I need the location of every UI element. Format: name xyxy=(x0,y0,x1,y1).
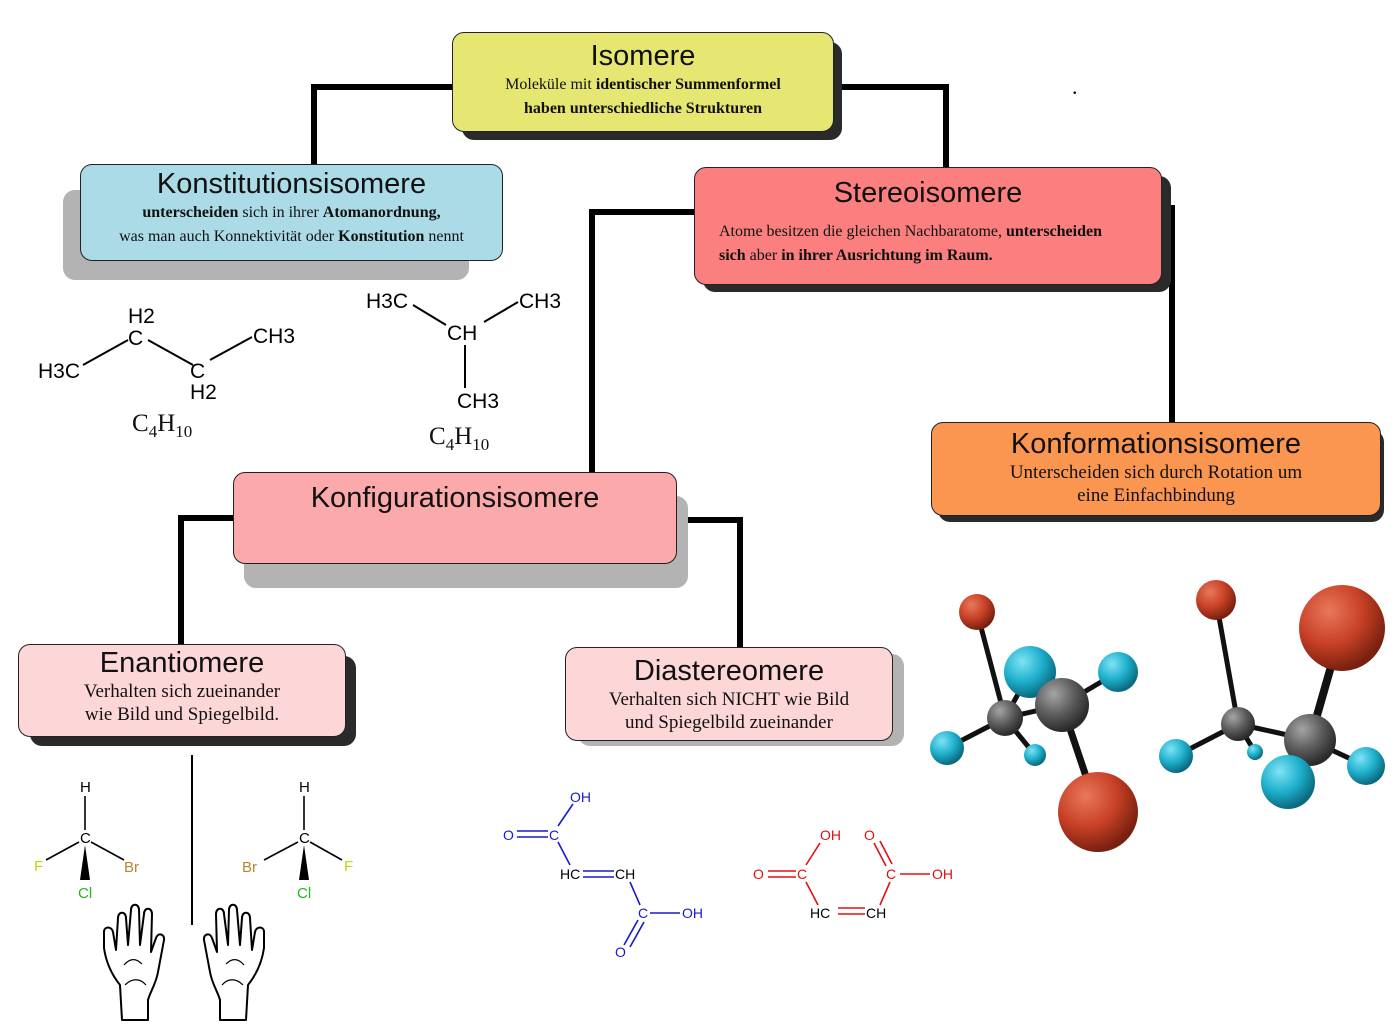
enantiomer-left-br: Br xyxy=(124,859,139,876)
butane-ch3: CH3 xyxy=(253,325,295,348)
conformer-right xyxy=(1159,580,1385,809)
konformationsisomere-desc-line2: eine Einfachbindung xyxy=(1077,485,1235,506)
right-hand-icon xyxy=(202,903,265,1021)
enantiomer-right-cl: Cl xyxy=(297,885,311,902)
isomere-box: Isomere Moleküle mit identischer Summenf… xyxy=(452,32,834,132)
enantiomere-box: Enantiomere Verhalten sich zueinander wi… xyxy=(18,644,346,737)
konfigurationsisomere-box: Konfigurationsisomere xyxy=(233,472,677,564)
isobutane-h3c: H3C xyxy=(366,290,408,313)
enantiomere-desc-line2: wie Bild und Spiegelbild. xyxy=(84,704,280,725)
isobutane-ch: CH xyxy=(447,322,477,345)
maleic-c-left: C xyxy=(797,866,807,882)
stereoisomere-desc-line2: sich aber in ihrer Ausrichtung im Raum. xyxy=(719,247,993,264)
conformer-left xyxy=(930,594,1138,852)
enantiomer-right-br: Br xyxy=(242,859,257,876)
konformationsisomere-title: Konformationsisomere xyxy=(1010,428,1302,460)
konstitutionsisomere-box: Konstitutionsisomere unterscheiden sich … xyxy=(80,164,503,261)
isomere-desc-line1: Moleküle mit identischer Summenformel xyxy=(505,76,781,93)
enantiomer-left: H C F Br Cl xyxy=(34,779,139,902)
fumaric-c-right: C xyxy=(638,905,648,921)
butane-c2: C xyxy=(190,360,205,383)
left-hand-icon xyxy=(103,903,166,1021)
konstitutionsisomere-title: Konstitutionsisomere xyxy=(156,168,427,200)
butane-c1: C xyxy=(128,327,143,350)
stray-dot: . xyxy=(1072,74,1078,99)
enantiomer-left-f: F xyxy=(34,858,43,875)
diastereomere-desc-line1: Verhalten sich NICHT wie Bild xyxy=(608,689,850,710)
enantiomere-title: Enantiomere xyxy=(99,647,265,679)
fumaric-o-bottom: O xyxy=(615,944,626,960)
diastereomere-desc-line2: und Spiegelbild zueinander xyxy=(625,712,833,733)
diastereomere-box: Diastereomere Verhalten sich NICHT wie B… xyxy=(565,647,893,741)
fumaric-c-left: C xyxy=(549,827,559,843)
maleic-oh-right: OH xyxy=(932,866,953,882)
maleic-c-right: C xyxy=(886,866,896,882)
butane-h2-bottom: H2 xyxy=(190,381,217,404)
konformationsisomere-box: Konformationsisomere Unterscheiden sich … xyxy=(931,422,1381,516)
isomere-title: Isomere xyxy=(590,40,696,72)
stereoisomere-title: Stereoisomere xyxy=(833,177,1023,209)
butane-h3c: H3C xyxy=(38,360,80,383)
isobutane-ch3-right: CH3 xyxy=(519,290,561,313)
fumaric-oh-right: OH xyxy=(682,905,703,921)
konstitutionsisomere-desc-line2: was man auch Konnektivität oder Konstitu… xyxy=(119,228,464,245)
stereoisomere-box: Stereoisomere Atome besitzen die gleiche… xyxy=(694,167,1162,285)
isomere-desc-line2: haben unterschiedliche Strukturen xyxy=(524,100,762,117)
maleic-o-left: O xyxy=(753,866,764,882)
enantiomer-right-h: H xyxy=(299,779,310,796)
enantiomer-left-h: H xyxy=(80,779,91,796)
enantiomer-right: H C Br F Cl xyxy=(242,779,353,902)
butane-h2-top: H2 xyxy=(128,305,155,328)
fumaric-hc: HC xyxy=(560,866,580,882)
maleic-acid: OH O C O C OH HC CH xyxy=(753,827,953,921)
enantiomer-left-cl: Cl xyxy=(78,885,92,902)
fumaric-oh-top: OH xyxy=(570,789,591,805)
fumaric-o-left: O xyxy=(503,827,514,843)
diastereomere-title: Diastereomere xyxy=(633,655,825,687)
enantiomere-desc-line1: Verhalten sich zueinander xyxy=(83,681,281,702)
enantiomer-left-c: C xyxy=(80,830,91,847)
maleic-oh-left: OH xyxy=(820,827,841,843)
butane-formula: C4H10 xyxy=(132,410,193,441)
stereoisomere-desc-line1: Atome besitzen die gleichen Nachbaratome… xyxy=(719,223,1102,240)
maleic-o-right: O xyxy=(864,827,875,843)
konfigurationsisomere-title: Konfigurationsisomere xyxy=(310,482,600,514)
konformationsisomere-desc-line1: Unterscheiden sich durch Rotation um xyxy=(1009,462,1303,483)
enantiomer-right-f: F xyxy=(344,858,353,875)
konstitutionsisomere-desc-line1: unterscheiden sich in ihrer Atomanordnun… xyxy=(142,204,441,221)
enantiomer-right-c: C xyxy=(299,830,310,847)
fumaric-acid: OH O C HC CH C OH O xyxy=(503,789,703,960)
isobutane-ch3-bottom: CH3 xyxy=(457,390,499,413)
maleic-ch: CH xyxy=(866,905,886,921)
fumaric-ch: CH xyxy=(615,866,635,882)
maleic-hc: HC xyxy=(810,905,830,921)
isobutane-formula: C4H10 xyxy=(429,423,490,454)
